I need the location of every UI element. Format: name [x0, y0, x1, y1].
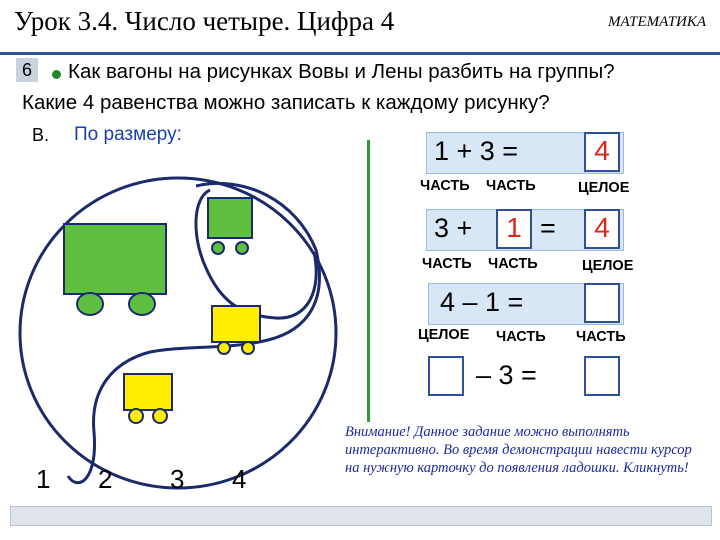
wheel-icon [76, 292, 104, 316]
bullet-icon [52, 70, 61, 79]
instruction-note: Внимание! Данное задание можно выполнять… [345, 424, 692, 476]
label-part: ЧАСТЬ [488, 256, 538, 272]
wheel-icon [152, 408, 168, 424]
number-card-3[interactable]: 3 [170, 464, 185, 494]
header [0, 0, 720, 52]
outer-group-outline [18, 176, 338, 490]
big-green-wagon [63, 223, 167, 295]
answer-card-1[interactable]: 4 [584, 132, 620, 172]
wheel-icon [235, 241, 249, 255]
equation-4-text: – 3 = [476, 360, 537, 390]
wheel-icon [128, 292, 156, 316]
empty-card-3[interactable] [584, 283, 620, 323]
label-part: ЧАСТЬ [420, 178, 470, 194]
label-part: ЧАСТЬ [486, 178, 536, 194]
subject-label: МАТЕМАТИКА [608, 14, 706, 30]
wheel-icon [217, 341, 231, 355]
label-part: ЧАСТЬ [422, 256, 472, 272]
small-yellow-wagon [211, 305, 261, 343]
question-line-2: Какие 4 равенства можно записать к каждо… [22, 91, 550, 114]
label-whole: ЦЕЛОЕ [418, 327, 470, 343]
equation-2-equals: = [540, 213, 556, 243]
label-part: ЧАСТЬ [576, 329, 626, 345]
label-part: ЧАСТЬ [496, 329, 546, 345]
bottom-yellow-wagon [123, 373, 173, 411]
number-card-1[interactable]: 1 [36, 464, 51, 494]
question-line-1: Как вагоны на рисунках Вовы и Лены разби… [68, 60, 615, 83]
number-card-4[interactable]: 4 [232, 464, 247, 494]
divider-line [367, 140, 370, 422]
page-title: Урок 3.4. Число четыре. Цифра 4 [14, 6, 395, 36]
criterion-label: В. [32, 125, 50, 145]
wheel-icon [241, 341, 255, 355]
label-whole: ЦЕЛОЕ [582, 258, 634, 274]
header-divider [0, 52, 720, 55]
equation-3-text: 4 – 1 = [440, 287, 524, 317]
answer-card-2b[interactable]: 4 [584, 209, 620, 249]
small-green-wagon [207, 197, 253, 239]
equation-2-term: 3 + [434, 213, 473, 243]
bottom-bar [10, 506, 712, 526]
criterion-text: По размеру: [74, 124, 182, 145]
empty-card-4b[interactable] [584, 356, 620, 396]
wagons-picture [18, 176, 338, 490]
equation-1-text: 1 + 3 = [434, 136, 519, 166]
wheel-icon [211, 241, 225, 255]
slide-number: 6 [16, 58, 38, 82]
label-whole: ЦЕЛОЕ [578, 180, 630, 196]
number-card-2[interactable]: 2 [98, 464, 113, 494]
empty-card-4a[interactable] [428, 356, 464, 396]
wheel-icon [128, 408, 144, 424]
answer-card-2a[interactable]: 1 [496, 209, 532, 249]
